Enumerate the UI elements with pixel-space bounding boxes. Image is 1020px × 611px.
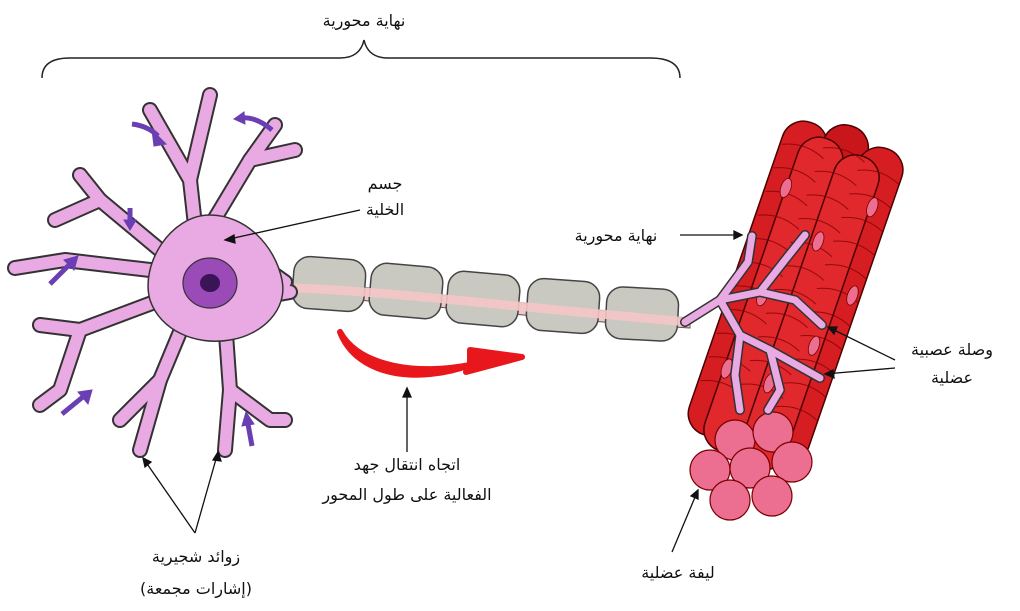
top-bracket-label: نهاية محورية [323,11,406,31]
dendrites-label-line1: زوائد شجيرية [152,547,240,567]
impulse-direction-label-line2: الفعالية على طول المحور [321,485,491,505]
cell-body-label-line1: جسم [368,174,403,193]
axon [285,256,690,342]
muscle-fiber-bundle [677,106,912,520]
cell-body-label-line2: الخلية [366,200,404,219]
dendrites-label-line2: (إشارات مجمعة) [140,579,252,599]
nucleolus [200,274,220,292]
neuromuscular-junction-label-line2: عضلية [931,368,973,387]
impulse-direction-label-line1: اتجاه انتقال جهد [354,455,461,475]
neuron-cell [15,95,295,450]
muscle-fiber-label: ليفة عضلية [641,563,715,582]
axon-terminal-label: نهاية محورية [575,226,658,246]
top-bracket [42,40,680,78]
impulse-direction-arrow [340,332,522,375]
neuromuscular-junction-label-line1: وصلة عصبية [911,340,993,360]
